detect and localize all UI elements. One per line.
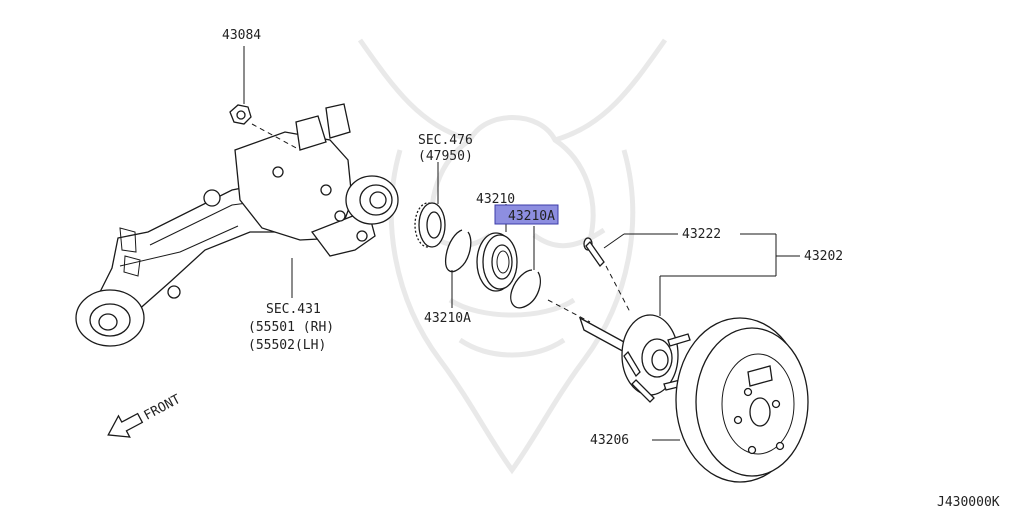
label-43210a-highlight[interactable]: 43210A <box>508 209 555 224</box>
label-43222[interactable]: 43222 <box>682 227 721 242</box>
label-sec431[interactable]: SEC.431 <box>266 302 321 317</box>
label-43084[interactable]: 43084 <box>222 28 261 43</box>
label-front: FRONT <box>142 392 184 424</box>
label-43202[interactable]: 43202 <box>804 249 843 264</box>
brake-drum-43206[interactable] <box>675 317 809 483</box>
label-sec431-rh: (55501 (RH) <box>248 320 334 335</box>
knuckle-arm-assembly <box>75 103 399 347</box>
highlight-box <box>494 204 559 225</box>
dashed-guide-hub <box>547 299 591 323</box>
leader-43222-a <box>603 233 625 249</box>
label-sec431-lh: (55502(LH) <box>248 338 326 353</box>
watermark-logo <box>357 38 668 475</box>
label-43206[interactable]: 43206 <box>590 433 629 448</box>
label-sec476[interactable]: SEC.476 <box>418 133 473 148</box>
snap-ring-left[interactable] <box>444 229 472 273</box>
hub-bolt-43222[interactable] <box>583 237 605 268</box>
snap-ring-right[interactable] <box>510 269 541 309</box>
label-43210a-bottom[interactable]: 43210A <box>424 311 471 326</box>
front-arrow-icon <box>107 412 144 438</box>
diagram-code: J430000K <box>937 495 1000 510</box>
label-43210[interactable]: 43210 <box>476 192 515 207</box>
dashed-guide-43084 <box>251 123 301 151</box>
wheel-hub-assembly[interactable] <box>578 314 691 403</box>
sensor-rotor-sec476[interactable] <box>414 202 446 248</box>
wheel-bearing-43210[interactable] <box>476 232 518 292</box>
front-indicator: FRONT <box>107 392 184 438</box>
nut-43084[interactable] <box>229 104 252 125</box>
label-sec476-sub: (47950) <box>418 149 473 164</box>
